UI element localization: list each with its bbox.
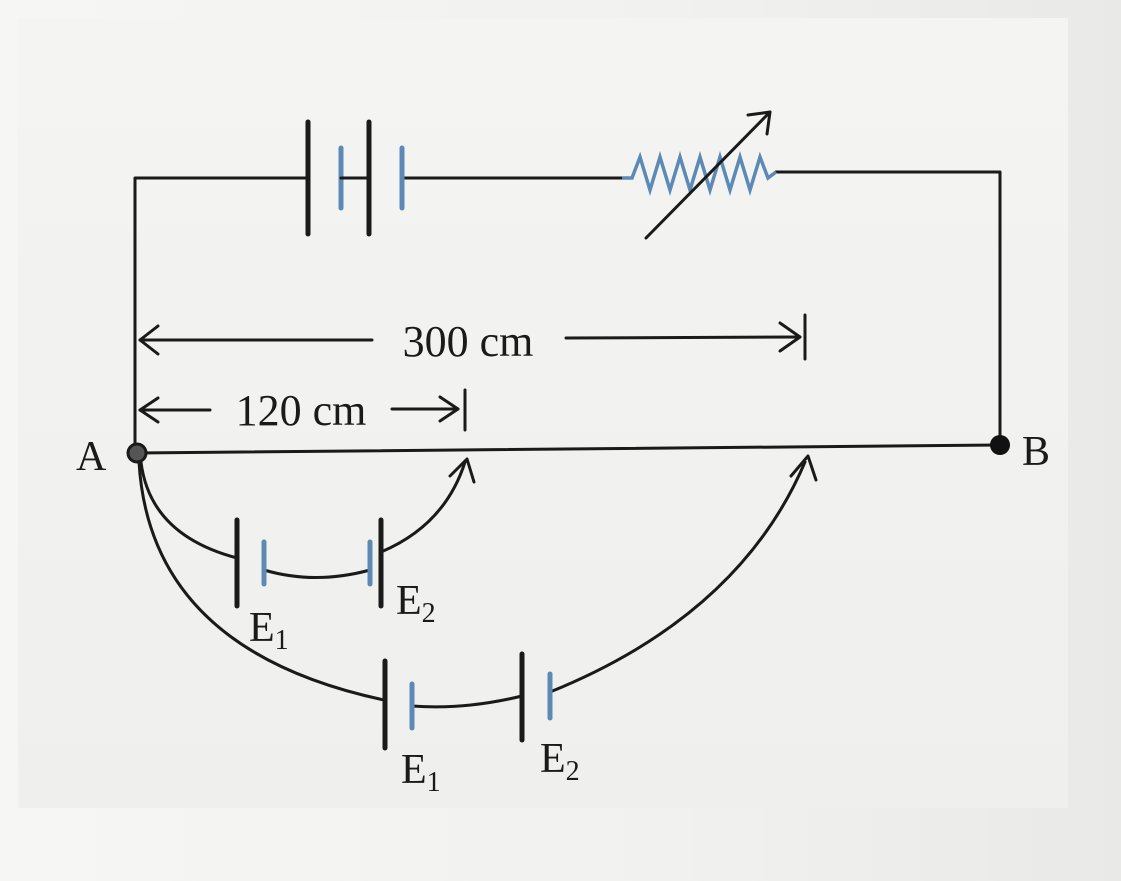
label-cell-e1-lower: E1 bbox=[401, 747, 441, 798]
jockey-arrow-2 bbox=[789, 454, 818, 482]
label-cell-e1-upper: E1 bbox=[249, 605, 289, 656]
cell-e2-lower bbox=[519, 651, 553, 743]
terminal-a bbox=[126, 442, 148, 464]
secondary-loop-1-left bbox=[139, 460, 239, 560]
length-marker-300 bbox=[133, 313, 807, 362]
label-120-cm: 120 cm bbox=[236, 386, 367, 435]
label-cell-e1-lower-base: E bbox=[401, 747, 427, 793]
potentiometer-wire bbox=[135, 443, 1000, 455]
label-cell-e1-upper-sub: 1 bbox=[275, 625, 289, 656]
label-cell-e2-lower-base: E bbox=[540, 736, 566, 782]
rheostat-variable-arrow bbox=[644, 110, 772, 240]
jockey-arrow-1 bbox=[448, 457, 476, 484]
cell-e1-upper bbox=[234, 517, 267, 609]
label-300-cm: 300 cm bbox=[403, 317, 534, 366]
label-cell-e1-lower-sub: 1 bbox=[427, 767, 441, 798]
label-cell-e2-upper: E2 bbox=[396, 578, 436, 629]
label-cell-e2-upper-base: E bbox=[396, 578, 422, 624]
label-cell-e2-lower: E2 bbox=[540, 736, 580, 787]
label-point-b: B bbox=[1022, 429, 1050, 475]
secondary-loop-1-middle bbox=[262, 568, 372, 579]
label-cell-e2-upper-sub: 2 bbox=[422, 598, 436, 629]
secondary-loop-2-left bbox=[137, 460, 386, 702]
driver-battery bbox=[305, 119, 405, 237]
cell-e2-upper bbox=[367, 517, 384, 609]
secondary-loop-1-right bbox=[379, 460, 467, 554]
rheostat bbox=[622, 110, 778, 240]
label-cell-e2-lower-sub: 2 bbox=[566, 756, 580, 787]
label-cell-e1-upper-base: E bbox=[249, 605, 275, 651]
rheostat-arrow-head bbox=[746, 110, 772, 136]
primary-wire-right bbox=[774, 170, 1002, 447]
label-point-a: A bbox=[76, 434, 107, 480]
secondary-loop-2-right bbox=[548, 460, 807, 694]
paper-sheet bbox=[18, 18, 1068, 808]
length-marker-120 bbox=[138, 388, 467, 432]
secondary-loop-2-middle bbox=[410, 694, 524, 709]
cell-e1-lower bbox=[382, 658, 415, 751]
terminal-b bbox=[990, 435, 1010, 455]
